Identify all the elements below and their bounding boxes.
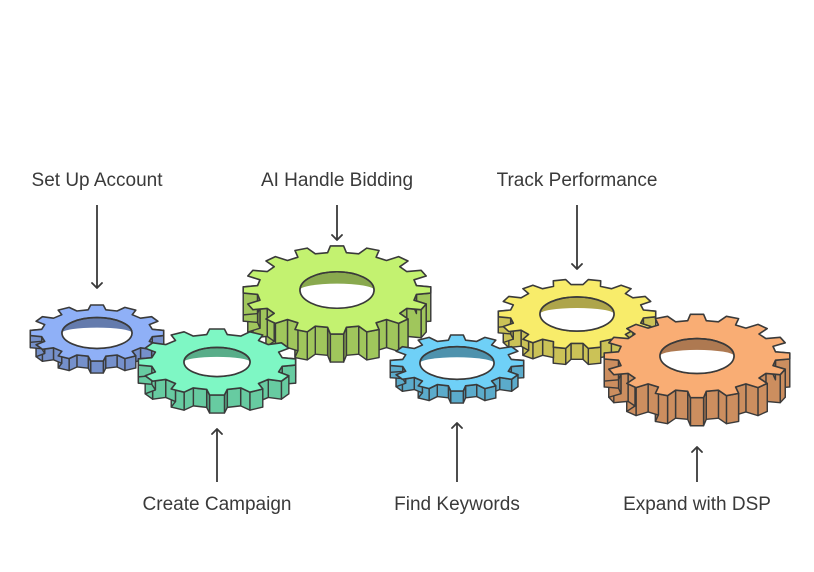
label-find-keywords: Find Keywords xyxy=(394,494,520,516)
label-set-up-account: Set Up Account xyxy=(32,170,163,192)
label-expand-with-dsp: Expand with DSP xyxy=(623,494,771,516)
label-track-performance: Track Performance xyxy=(497,170,658,192)
label-create-campaign: Create Campaign xyxy=(143,494,292,516)
gear-find-keywords xyxy=(390,335,523,403)
label-ai-handle-bidding: AI Handle Bidding xyxy=(261,170,413,192)
gear-expand-with-dsp xyxy=(604,314,790,425)
